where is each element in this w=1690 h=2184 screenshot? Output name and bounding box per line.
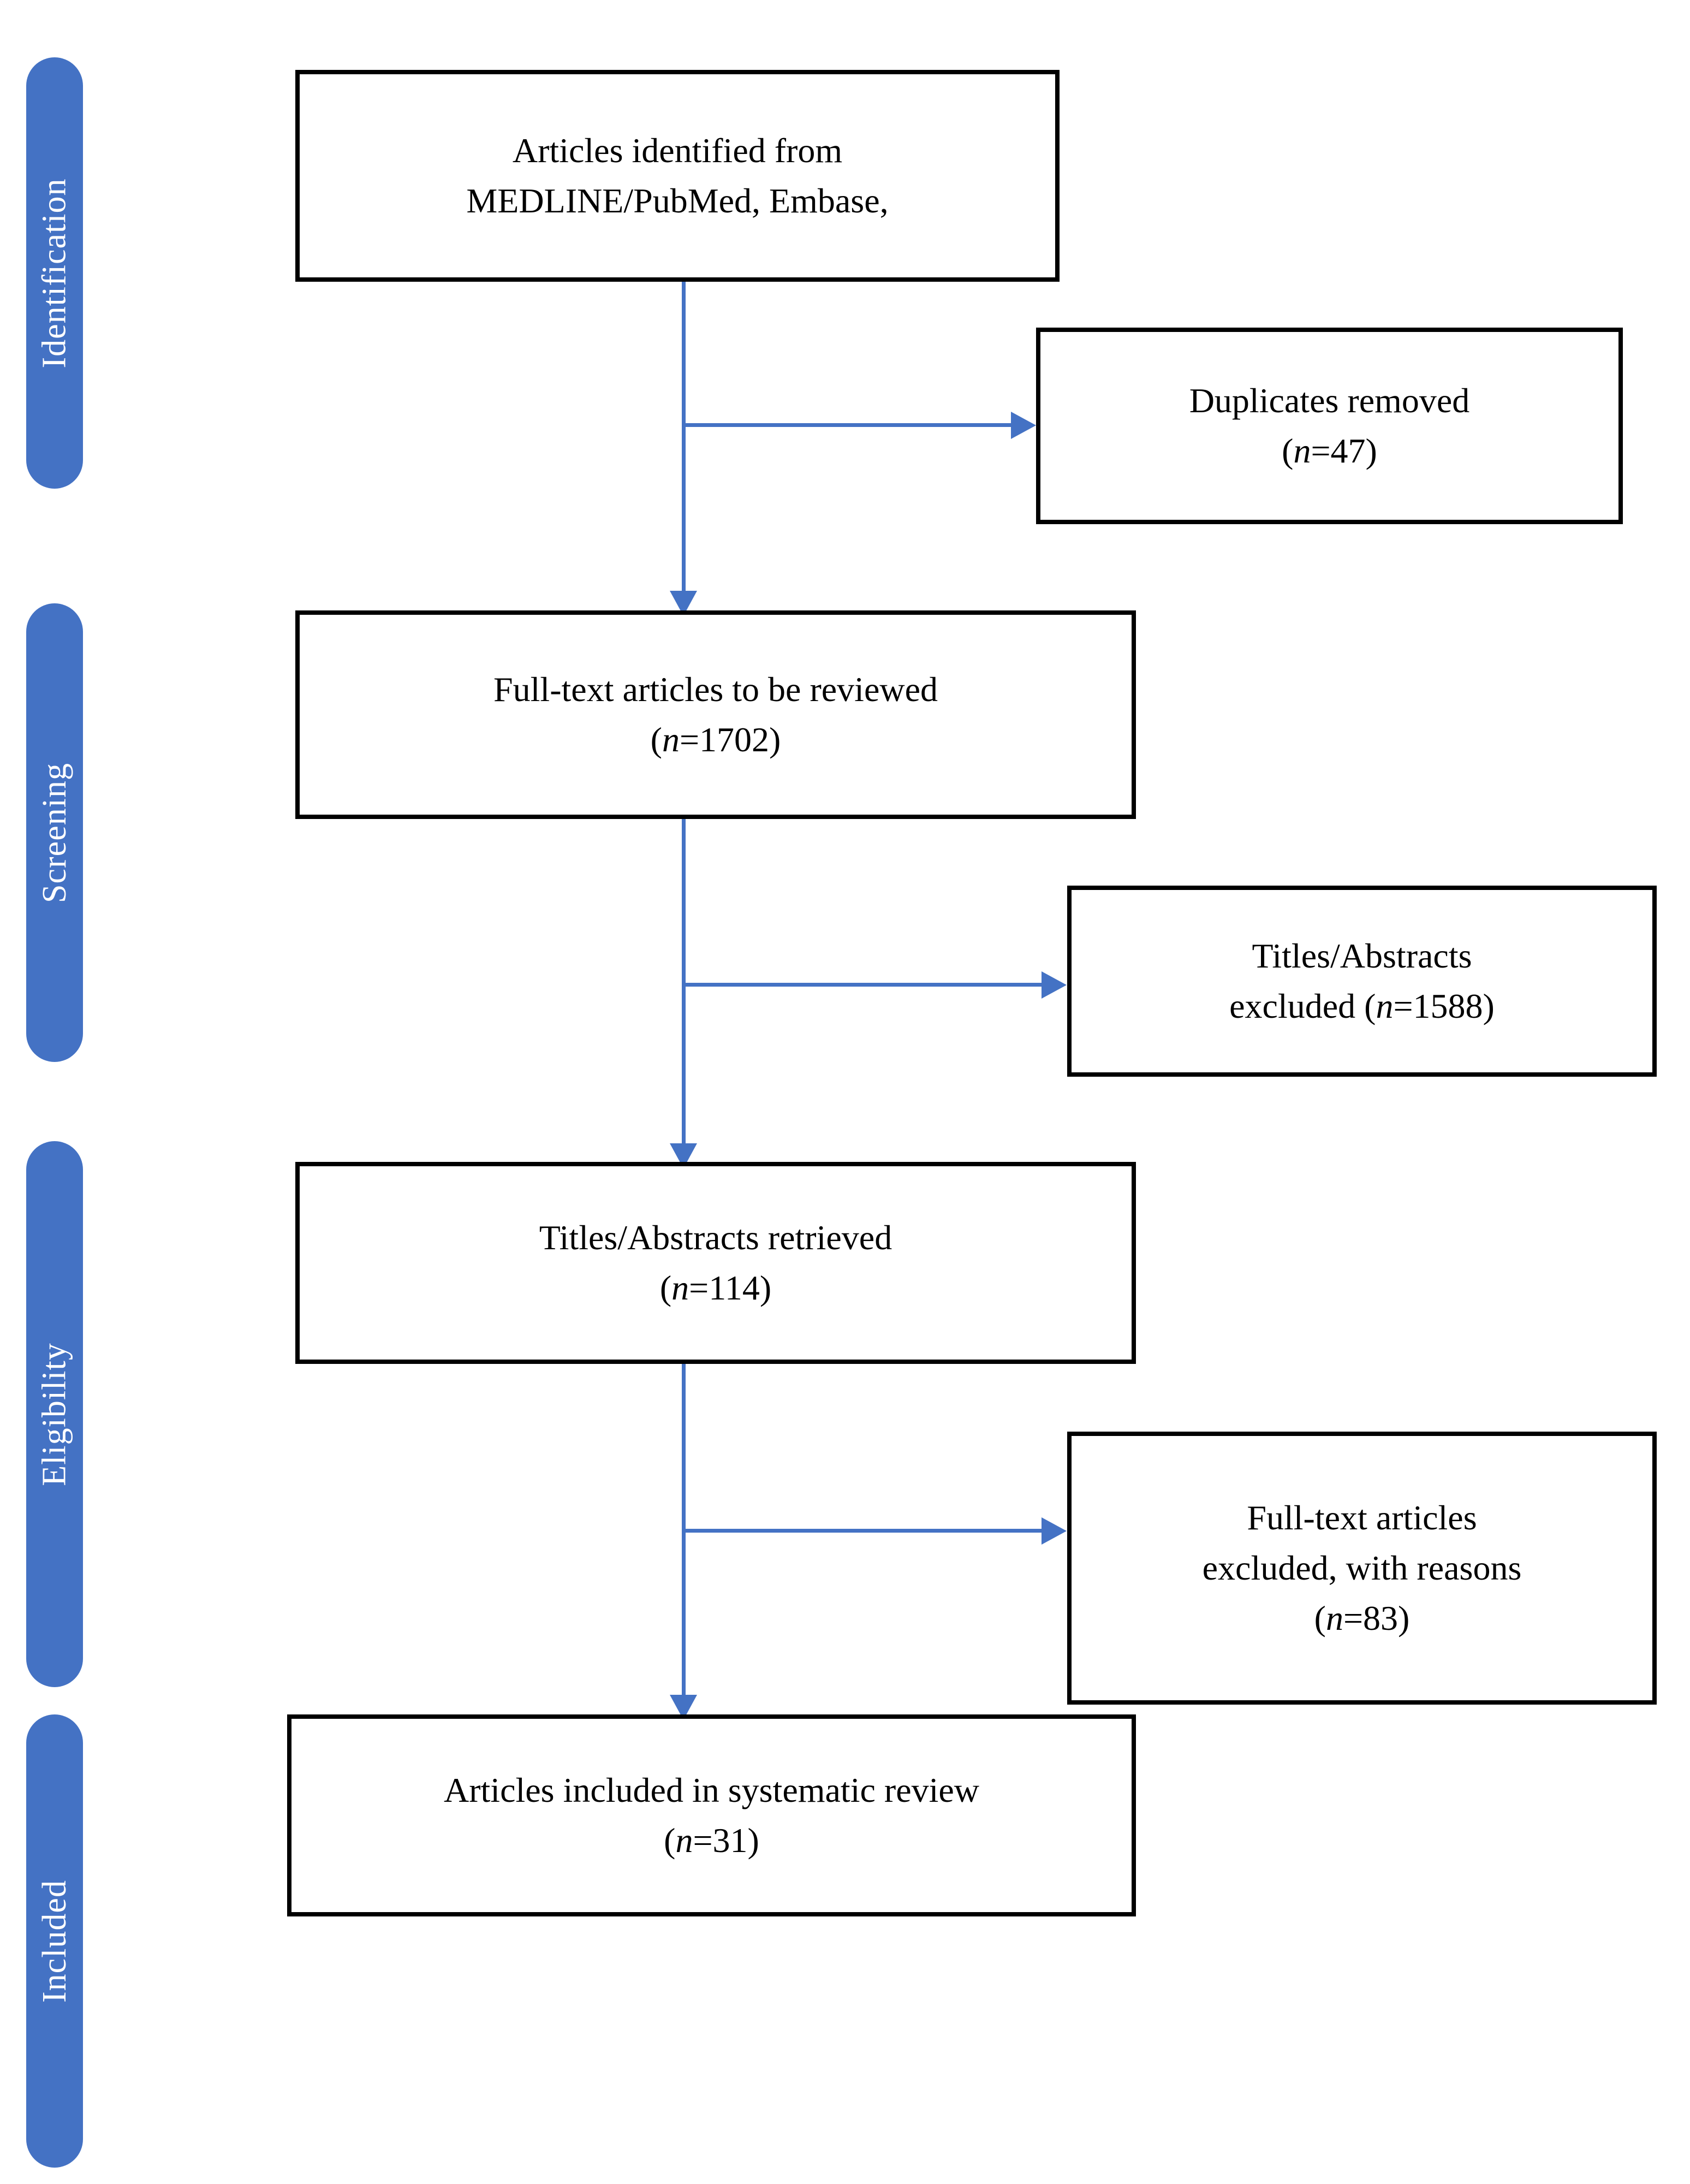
connector-to-fulltext-excluded-line: [682, 1529, 1045, 1533]
paren-open: (: [650, 720, 662, 759]
n-symbol: n: [662, 720, 680, 759]
connector-to-titles-excluded-line: [682, 983, 1045, 987]
box-articles-identified: Articles identified from MEDLINE/PubMed,…: [295, 70, 1060, 282]
box-titles-abstracts-excluded-line1: Titles/Abstracts: [1252, 936, 1472, 975]
box-titles-abstracts-excluded: Titles/Abstracts excluded (n=1588): [1067, 886, 1657, 1077]
stage-label-included: Included: [35, 1879, 73, 2003]
n-symbol: n: [1376, 987, 1394, 1025]
box-fulltext-excluded-count: (n=83): [1314, 1593, 1410, 1643]
box-fulltext-excluded: Full-text articles excluded, with reason…: [1067, 1432, 1657, 1705]
box-fulltext-excluded-line2: excluded, with reasons: [1202, 1548, 1522, 1587]
paren-open: (: [1282, 431, 1294, 470]
box-articles-included: Articles included in systematic review (…: [287, 1714, 1136, 1916]
box-fulltext-to-review: Full-text articles to be reviewed (n=170…: [295, 610, 1136, 819]
connector-fulltext-to-titles-line: [682, 815, 686, 1147]
count-value: =83): [1343, 1599, 1410, 1637]
box-articles-included-count: (n=31): [664, 1815, 759, 1866]
stage-bar-included: Included: [26, 1714, 83, 2168]
connector-to-titles-excluded-arrowhead: [1042, 971, 1067, 999]
stage-bar-screening: Screening: [26, 603, 83, 1062]
box-articles-included-line1: Articles included in systematic review: [443, 1771, 980, 1809]
box-articles-identified-line2: MEDLINE/PubMed, Embase,: [466, 181, 889, 220]
paren-open: (: [664, 1821, 676, 1860]
n-symbol: n: [675, 1821, 693, 1860]
box-titles-abstracts-excluded-line2: excluded (n=1588): [1229, 981, 1495, 1031]
stage-label-screening: Screening: [35, 762, 73, 903]
count-value: =47): [1311, 431, 1377, 470]
stage-bar-eligibility: Eligibility: [26, 1141, 83, 1687]
paren-open: (: [659, 1268, 672, 1307]
count-value: =1588): [1393, 987, 1495, 1025]
stage-bar-identification: Identification: [26, 57, 83, 489]
box-duplicates-removed-count: (n=47): [1282, 426, 1377, 476]
box-articles-identified-line1: Articles identified from: [512, 131, 843, 170]
box-duplicates-removed: Duplicates removed (n=47): [1036, 328, 1623, 524]
connector-to-duplicates-arrowhead: [1011, 412, 1036, 439]
box-titles-abstracts-retrieved: Titles/Abstracts retrieved (n=114): [295, 1162, 1136, 1364]
count-value: =1702): [679, 720, 781, 759]
paren-open: (: [1314, 1599, 1326, 1637]
count-value: =114): [689, 1268, 772, 1307]
box-titles-abstracts-retrieved-count: (n=114): [660, 1263, 771, 1313]
n-symbol: n: [1293, 431, 1311, 470]
box-fulltext-to-review-line1: Full-text articles to be reviewed: [493, 670, 938, 709]
stage-label-eligibility: Eligibility: [35, 1342, 73, 1486]
connector-to-fulltext-excluded-arrowhead: [1042, 1517, 1067, 1545]
box-fulltext-to-review-count: (n=1702): [651, 715, 781, 765]
stage-label-identification: Identification: [35, 178, 73, 368]
connector-identified-to-fulltext-line: [682, 277, 686, 594]
count-value: =31): [693, 1821, 759, 1860]
n-symbol: n: [1325, 1599, 1343, 1637]
connector-to-duplicates-line: [682, 423, 1015, 427]
n-symbol: n: [671, 1268, 689, 1307]
box-titles-abstracts-retrieved-line1: Titles/Abstracts retrieved: [539, 1218, 892, 1257]
box-duplicates-removed-line1: Duplicates removed: [1189, 381, 1470, 420]
excluded-prefix: excluded (: [1229, 987, 1376, 1025]
box-fulltext-excluded-line1: Full-text articles: [1247, 1498, 1477, 1537]
